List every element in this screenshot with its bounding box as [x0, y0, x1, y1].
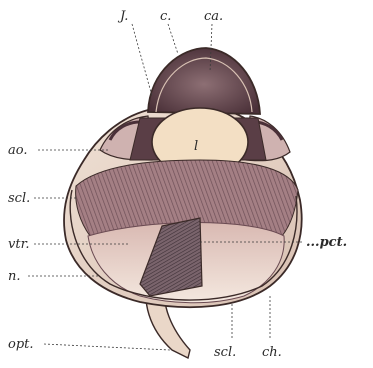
label-c: c. [160, 9, 171, 24]
label-j: J. [117, 9, 128, 24]
label-ch: ch. [262, 345, 282, 360]
label-n: n. [8, 269, 21, 284]
label-ca: ca. [204, 9, 223, 24]
label-scl-left: scl. [8, 191, 30, 206]
label-pct: ...pct. [306, 235, 347, 250]
leader-opt [44, 344, 170, 350]
label-lens: l [194, 139, 198, 154]
label-opt: opt. [8, 337, 34, 352]
label-vtr: vtr. [8, 237, 30, 252]
label-scl-bottom: scl. [214, 345, 236, 360]
label-ao: ao. [8, 143, 27, 158]
leader-j [132, 24, 152, 96]
leader-c [168, 24, 178, 54]
